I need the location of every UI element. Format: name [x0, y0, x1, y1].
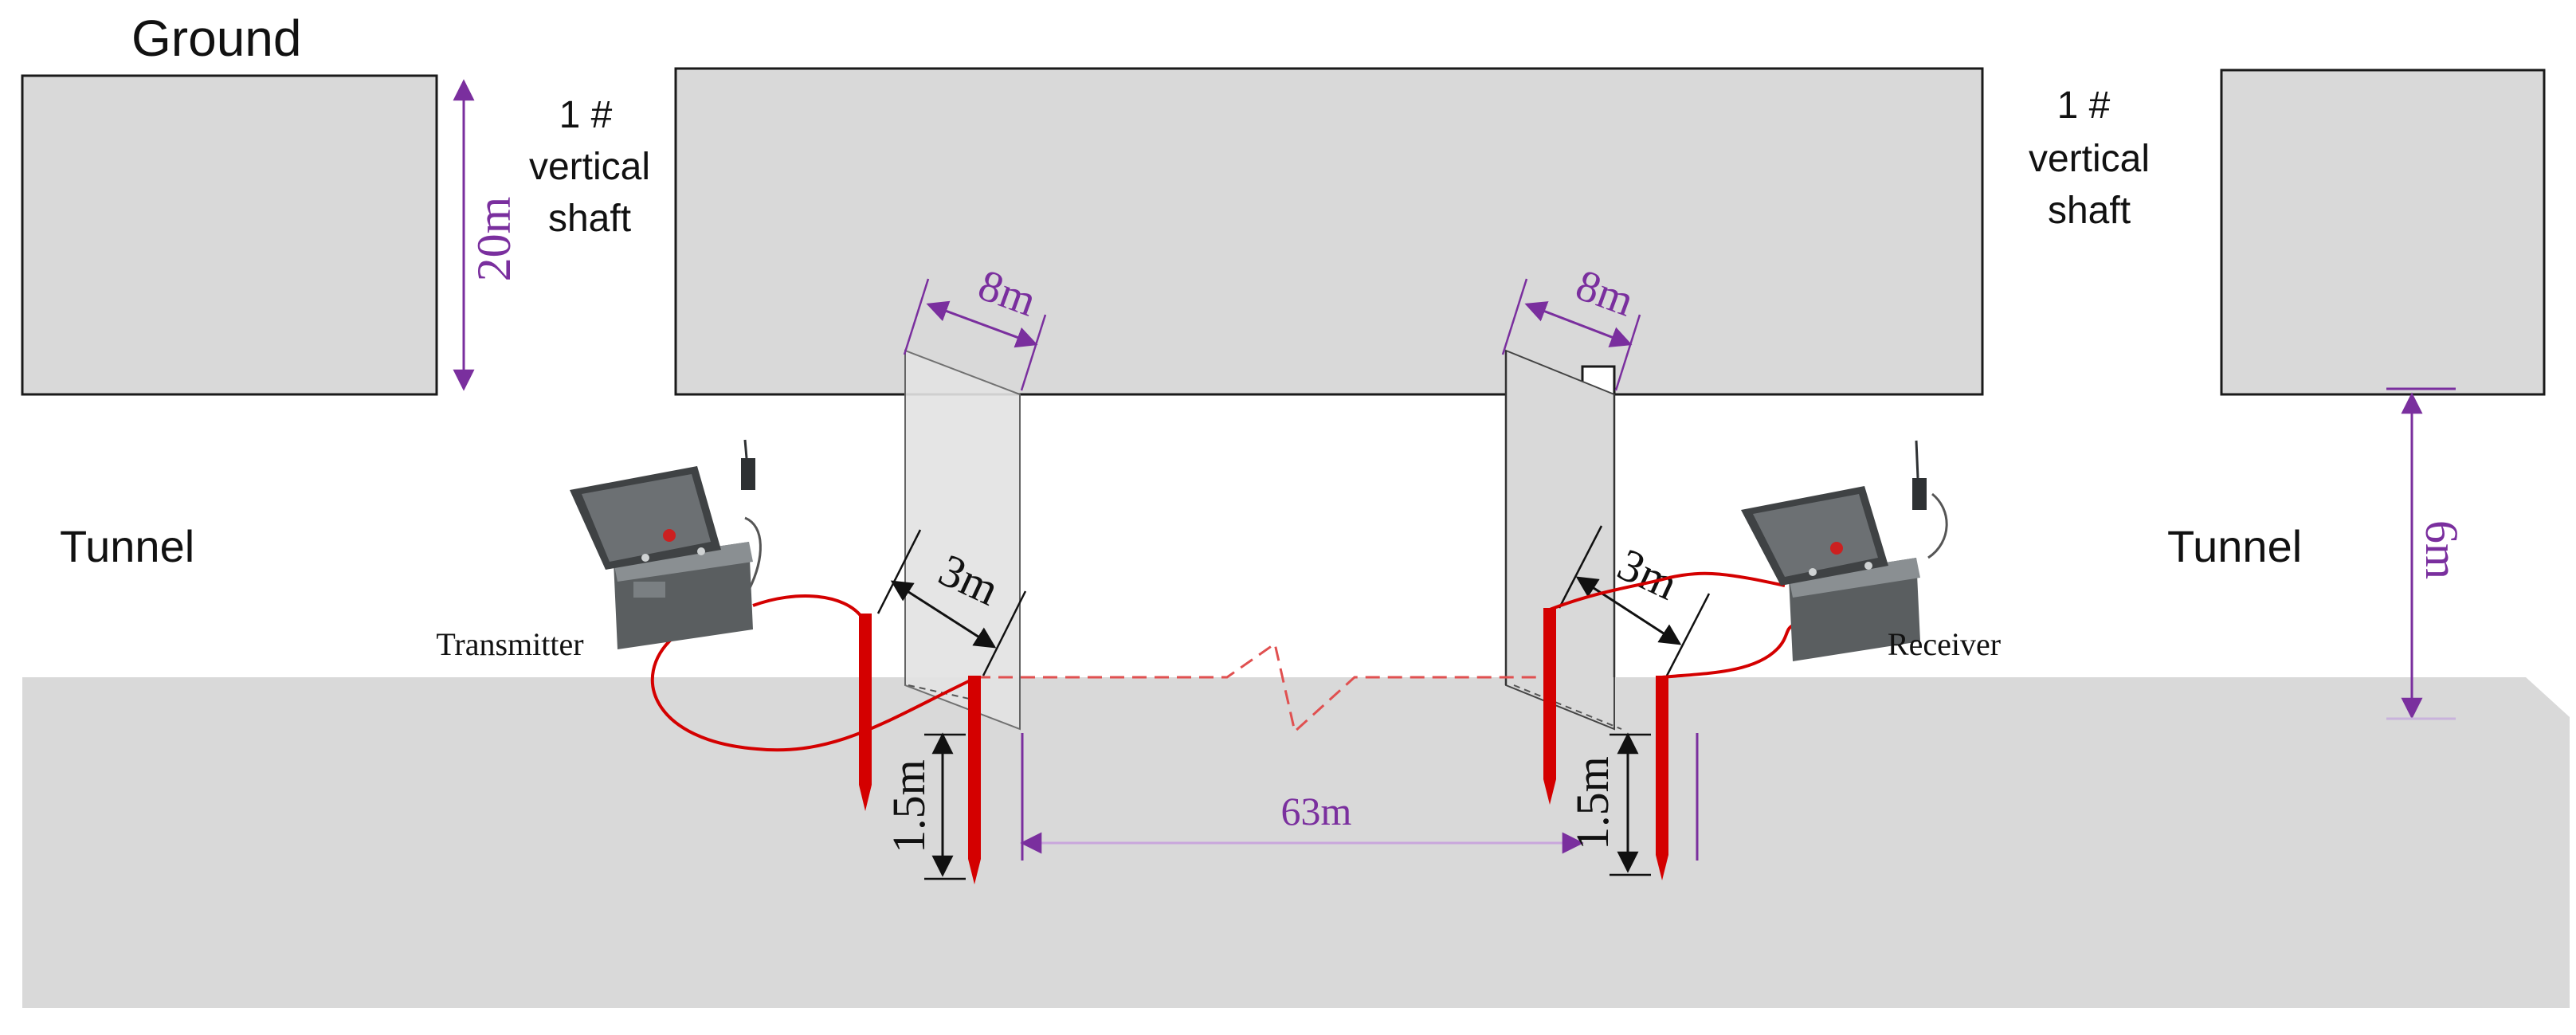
dimension-6m: 6m: [2386, 387, 2468, 720]
dimension-3m-right-label: 3m: [1610, 538, 1686, 610]
tunnel-label-right: Tunnel: [2167, 521, 2302, 571]
receiver-device: [1741, 440, 1927, 661]
dimension-63m-label: 63m: [1281, 789, 1352, 833]
dimension-6m-label: 6m: [2416, 520, 2468, 579]
shaft-left-line3: shaft: [548, 198, 631, 240]
dimension-20m-label: 20m: [468, 197, 520, 282]
ground-block-right: [2220, 69, 2546, 396]
receiver-cable-1: [1549, 571, 1786, 611]
transmitter-device: [570, 439, 755, 649]
left-electrodes: [859, 614, 981, 884]
left-shaft-outline: [904, 349, 1021, 731]
shaft-right-line1: 1 #: [2057, 84, 2111, 127]
shaft-label-right: 1 # vertical shaft: [2029, 84, 2150, 232]
shaft-label-left: 1 # vertical shaft: [529, 94, 650, 240]
transmitter-cable-1: [752, 594, 864, 619]
receiver-antenna: [1912, 478, 1927, 510]
dimension-20m: 20m: [453, 79, 520, 391]
electrode-right-2: [1656, 676, 1668, 855]
receiver-label: Receiver: [1888, 626, 2001, 662]
ground-block-center: [674, 67, 1984, 396]
electrode-left-2: [968, 676, 981, 859]
transmitter-cable-2: [650, 636, 974, 752]
shaft-right-line2: vertical: [2029, 138, 2150, 180]
ground-label: Ground: [131, 10, 301, 67]
transmitter-antenna-cable: [744, 516, 762, 590]
dimension-1.5m-right-label: 1.5m: [1566, 756, 1618, 850]
receiver-antenna-cable: [1927, 492, 1948, 559]
shaft-right-line3: shaft: [2048, 190, 2131, 232]
dimension-63m: 63m: [1020, 733, 1699, 861]
floor-hint-right: [1513, 684, 1622, 730]
transmitter-label: Transmitter: [436, 626, 583, 662]
tunnel-label-left: Tunnel: [60, 521, 194, 571]
shaft-left-line2: vertical: [529, 146, 650, 188]
shaft-left-line1: 1 #: [559, 94, 613, 136]
dimension-1.5m-left-label: 1.5m: [883, 759, 935, 853]
right-shaft-outline: [1504, 349, 1616, 731]
right-electrodes: [1543, 608, 1668, 880]
receiver-cable-2: [1661, 624, 1794, 679]
ground-block-left: [21, 74, 438, 396]
dimension-1.5m-left: 1.5m: [883, 732, 966, 880]
electrode-left-1: [859, 614, 872, 785]
transmitter-antenna: [741, 458, 755, 490]
signal-path-dashed: [976, 641, 1550, 734]
dimension-1.5m-right: 1.5m: [1566, 732, 1651, 876]
electrode-right-1: [1543, 608, 1556, 779]
